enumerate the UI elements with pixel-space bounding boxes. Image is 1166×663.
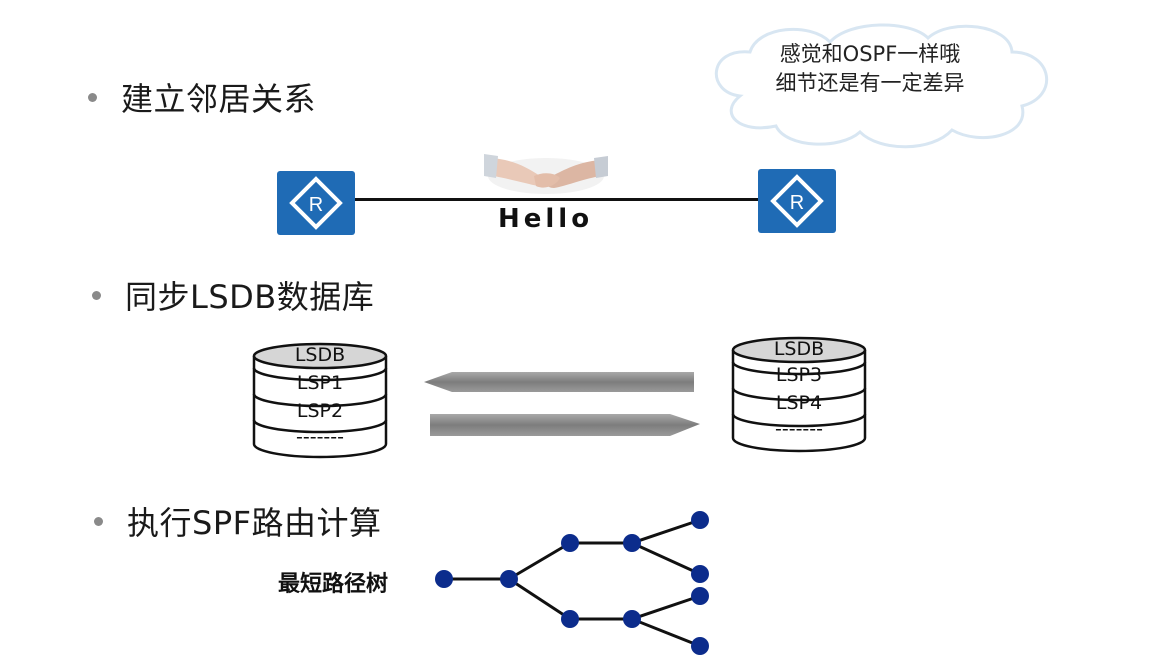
hello-label: Hello — [498, 204, 594, 234]
tree-node — [691, 637, 709, 655]
database-right-icon — [731, 336, 867, 453]
lsdb-right: LSDB LSP3 LSP4 ------- — [728, 336, 870, 454]
cloud-line-2: 细节还是有一定差异 — [775, 71, 965, 95]
router-link-line — [354, 198, 758, 201]
bullet-dot-icon — [92, 290, 101, 300]
tree-node — [691, 587, 709, 605]
tree-node — [623, 610, 641, 628]
lsdb-left: LSDB LSP1 LSP2 ------- — [249, 342, 391, 460]
tree-node — [435, 570, 453, 588]
cloud-line-1: 感觉和OSPF一样哦 — [779, 42, 961, 66]
router-left-letter: R — [309, 194, 323, 216]
cloud-callout-text: 感觉和OSPF一样哦 细节还是有一定差异 — [740, 40, 1000, 98]
bullet-sync-text: 同步LSDB数据库 — [125, 278, 375, 316]
tree-edge — [508, 541, 571, 581]
tree-node — [561, 534, 579, 552]
tree-node — [691, 565, 709, 583]
lsdb-left-row-2: LSP2 — [296, 400, 344, 422]
router-right-letter: R — [790, 192, 804, 214]
tree-node — [561, 610, 579, 628]
lsdb-left-row-1: LSP1 — [296, 372, 344, 394]
tree-node — [623, 534, 641, 552]
spt-label: 最短路径树 — [278, 572, 389, 597]
sync-arrows — [424, 372, 700, 436]
thought-cloud — [714, 23, 1049, 149]
bullet-dot-icon — [94, 516, 103, 526]
lsdb-left-row-3: ------- — [296, 426, 344, 448]
lsdb-right-row-1: LSP3 — [775, 364, 823, 386]
bullet-sync: 同步LSDB数据库 — [92, 272, 374, 318]
handshake-icon — [484, 154, 608, 194]
tree-edge — [631, 594, 701, 621]
tree-node — [500, 570, 518, 588]
tree-edge — [631, 541, 701, 576]
bullet-spf-text: 执行SPF路由计算 — [127, 504, 382, 542]
lsdb-left-header: LSDB — [294, 344, 346, 366]
bullet-dot-icon — [88, 92, 97, 102]
lsdb-right-row-2: LSP4 — [775, 392, 823, 414]
router-right-icon: R — [758, 169, 836, 233]
tree-edge — [631, 518, 701, 545]
bullet-spf: 执行SPF路由计算 — [94, 498, 382, 544]
tree-edge — [508, 577, 571, 621]
tree-node — [691, 511, 709, 529]
arrow-right-icon — [430, 414, 700, 436]
bullet-neighbor: 建立邻居关系 — [88, 74, 316, 120]
lsdb-right-header: LSDB — [773, 338, 825, 360]
router-left-icon: R — [277, 171, 355, 235]
lsdb-right-row-3: ------- — [775, 418, 823, 440]
database-left-icon — [252, 342, 388, 459]
bullet-neighbor-text: 建立邻居关系 — [121, 80, 317, 118]
tree-edge — [631, 617, 701, 648]
shortest-path-tree — [435, 511, 709, 655]
arrow-left-icon — [424, 372, 694, 392]
